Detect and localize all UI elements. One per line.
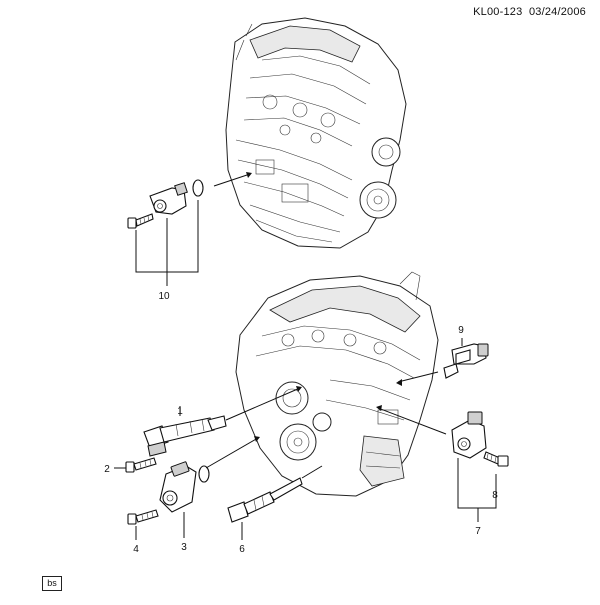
part-6-sensor <box>227 465 323 540</box>
part-5-camshaft-sensor-assembly <box>127 172 252 286</box>
diagram-header: KL00-123 03/24/2006 <box>473 6 586 18</box>
diagram-date: 03/24/2006 <box>528 6 586 18</box>
part-4-bolt <box>127 509 159 540</box>
part-3-sensor <box>159 436 260 538</box>
footer-badge: bs <box>42 576 62 591</box>
part-5-bolt <box>127 213 154 229</box>
part-8-bolt <box>483 451 509 467</box>
callout-6: 6 <box>239 544 245 555</box>
callout-1: 1 <box>177 406 183 417</box>
part-2-bolt <box>114 457 157 473</box>
engine-illustration-bottom <box>235 271 439 497</box>
callout-4: 4 <box>133 544 139 555</box>
diagram-ref-number: KL00-123 <box>473 6 523 18</box>
callout-10: 10 <box>158 291 170 302</box>
callout-8: 8 <box>492 490 498 501</box>
part-7-knock-sensor <box>376 405 497 522</box>
engine-illustration-top <box>225 17 407 249</box>
callout-9: 9 <box>458 325 464 336</box>
callout-3: 3 <box>181 542 187 553</box>
part-1-sensor <box>143 386 302 457</box>
callout-2: 2 <box>104 464 110 475</box>
callout-7: 7 <box>475 526 481 537</box>
part-9-sensor <box>396 338 489 386</box>
